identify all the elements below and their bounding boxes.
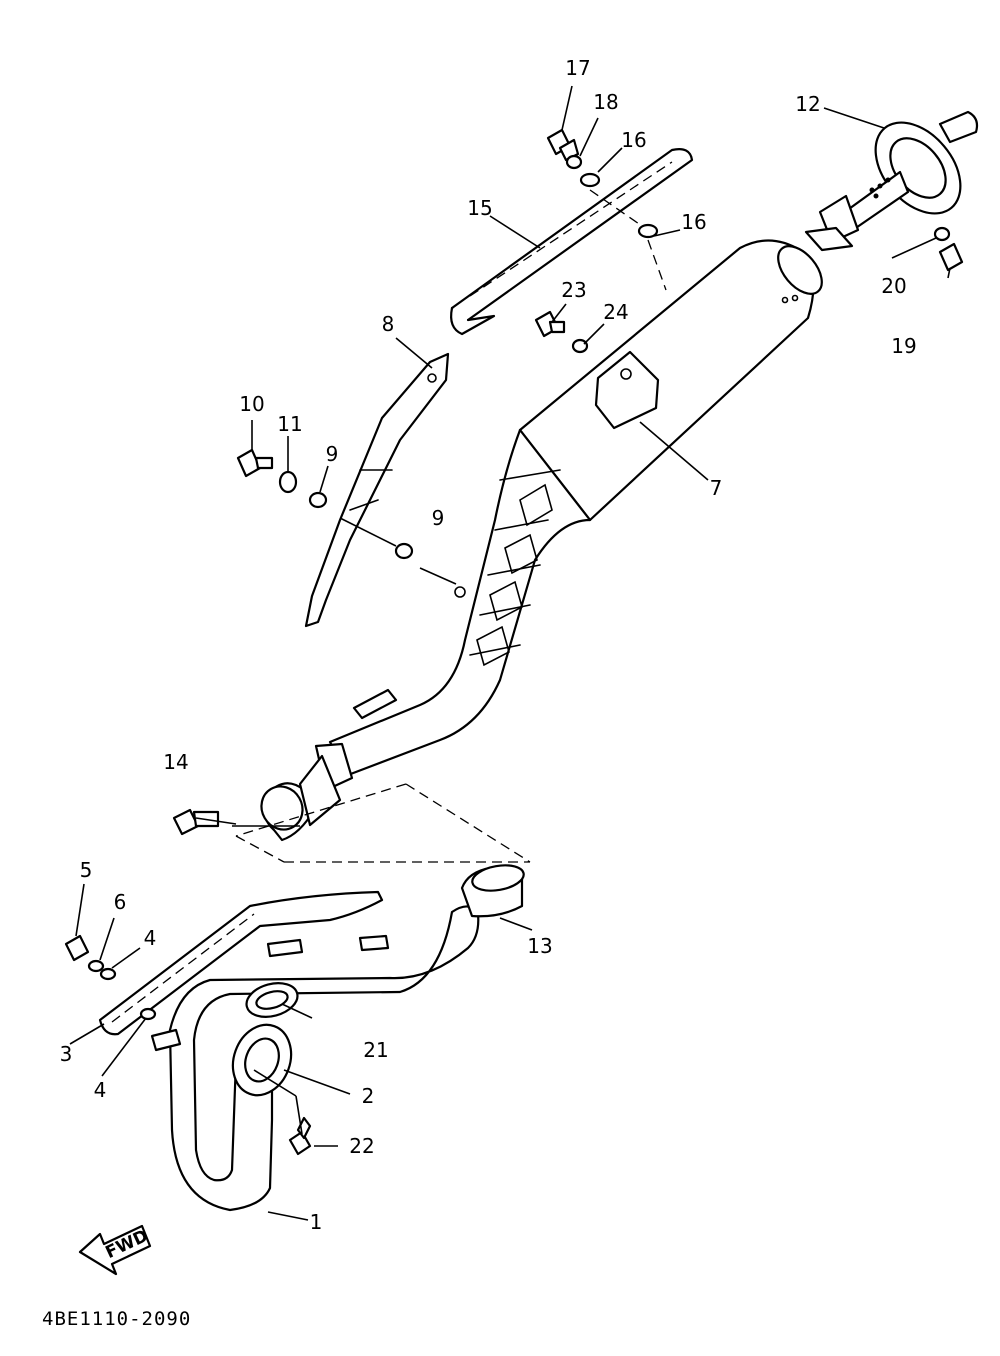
silencer-end-cap (804, 110, 979, 252)
gasket-2 (231, 1023, 293, 1097)
callout-9-upper: 9 (325, 442, 339, 466)
washer-11 (278, 470, 298, 494)
callout-22: 22 (349, 1134, 375, 1158)
callout-12: 12 (795, 92, 821, 116)
callout-16-lower: 16 (681, 210, 707, 234)
pipe-protector (98, 890, 384, 1036)
bolt-19 (938, 242, 964, 272)
callout-3: 3 (59, 1042, 73, 1066)
muffler-body (260, 239, 823, 842)
heat-protector-side (304, 352, 450, 628)
callout-5: 5 (79, 858, 93, 882)
bolt-22 (288, 1116, 312, 1156)
callout-20: 20 (881, 274, 907, 298)
callout-1: 1 (309, 1210, 323, 1234)
washer-9a (308, 491, 328, 509)
bolt-5 (64, 934, 90, 962)
callout-15: 15 (467, 196, 493, 220)
diagram-code: 4BE1110-2090 (42, 1308, 192, 1330)
spring-washer-18 (565, 154, 583, 170)
callout-21: 21 (363, 1038, 389, 1062)
washer-4b (139, 1007, 157, 1021)
washer-6 (87, 959, 105, 973)
washer-16a (579, 172, 601, 188)
washer-20 (933, 226, 951, 242)
callout-19: 19 (891, 334, 917, 358)
exhaust-pipe (150, 905, 480, 1212)
heat-protector-upper (450, 148, 694, 336)
washer-9b (394, 542, 414, 560)
callout-14: 14 (163, 750, 189, 774)
callout-13: 13 (527, 934, 553, 958)
callout-24: 24 (603, 300, 629, 324)
callout-18: 18 (593, 90, 619, 114)
callout-10: 10 (239, 392, 265, 416)
callout-8: 8 (381, 312, 395, 336)
callout-16-upper: 16 (621, 128, 647, 152)
leader-lines (69, 85, 951, 1221)
callout-9-lower: 9 (431, 506, 445, 530)
callout-4-upper: 4 (143, 926, 157, 950)
callout-7: 7 (709, 476, 723, 500)
callout-6: 6 (113, 890, 127, 914)
washer-4a (99, 967, 117, 981)
washer-16b (637, 223, 659, 239)
washer-24 (571, 338, 589, 354)
bolt-14 (172, 808, 220, 836)
callout-23: 23 (561, 278, 587, 302)
bolt-23 (534, 310, 566, 338)
callout-4-lower: 4 (93, 1078, 107, 1102)
forward-direction-arrow: FWD (78, 1224, 151, 1276)
bolt-10 (236, 448, 274, 478)
callout-11: 11 (277, 412, 303, 436)
joint-13 (460, 864, 525, 918)
callout-2: 2 (361, 1084, 375, 1108)
callout-17: 17 (565, 56, 591, 80)
gasket-21 (245, 982, 299, 1018)
